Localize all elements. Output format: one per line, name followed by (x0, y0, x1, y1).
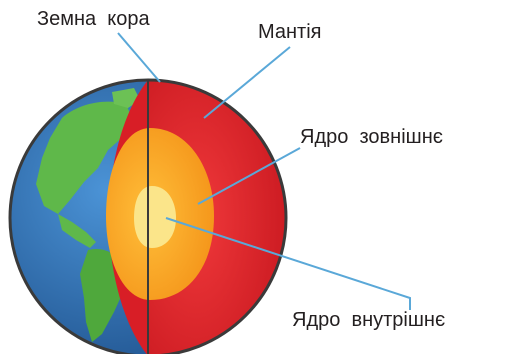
greenland-landmass (112, 88, 140, 108)
crust-leader-line (117, 32, 161, 83)
crust-label: Земна кора (37, 8, 150, 30)
central-america-landmass (58, 214, 96, 248)
outer-core-label: Ядро зовнішнє (300, 126, 443, 148)
north-america-landmass (36, 101, 132, 214)
inner-core-label: Ядро внутрішнє (292, 309, 446, 331)
outer-core-leader-line (197, 147, 301, 205)
inner-core-leader-line (165, 217, 411, 310)
mantle-leader-line (203, 46, 291, 119)
mantle-label: Мантія (258, 21, 322, 43)
inner-core (134, 186, 176, 248)
